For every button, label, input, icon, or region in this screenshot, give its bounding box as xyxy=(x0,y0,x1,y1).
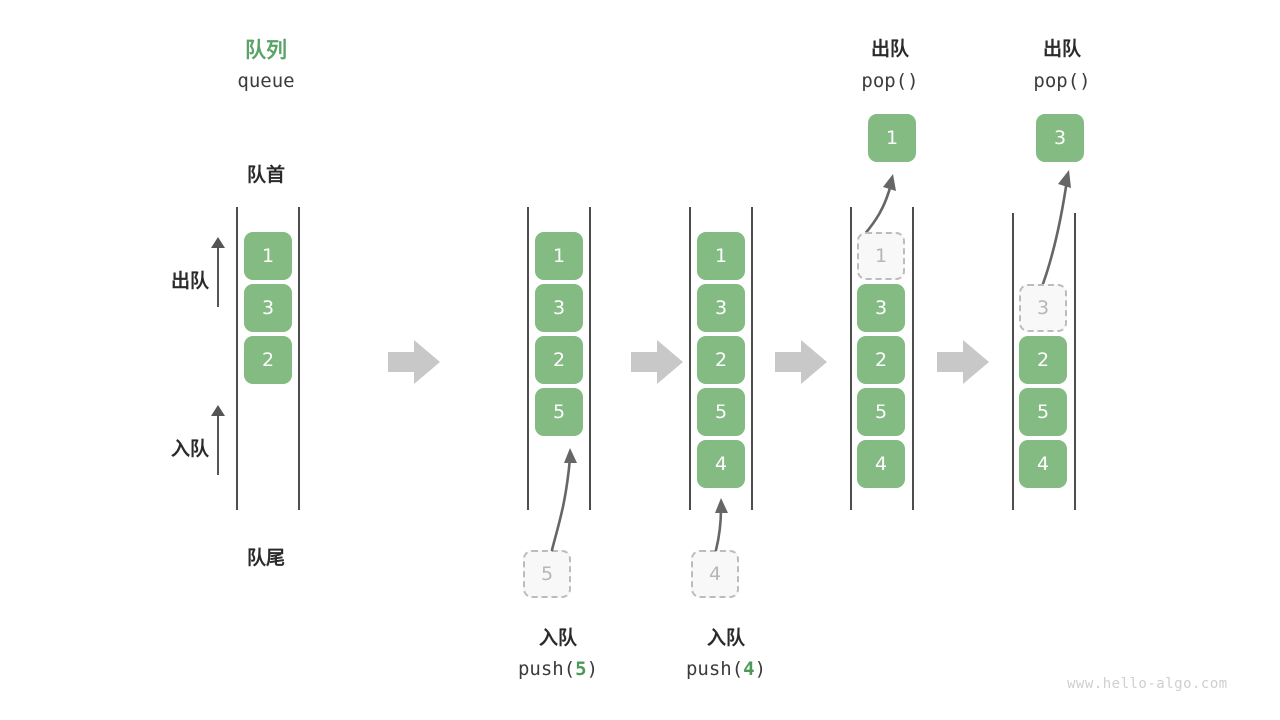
rail-left xyxy=(236,207,238,510)
queue-cell: 2 xyxy=(697,336,745,384)
pop-label-code: pop() xyxy=(1033,70,1091,92)
queue-cell: 1 xyxy=(697,232,745,280)
push-label-cn: 入队 xyxy=(706,627,745,649)
queue-cell: 5 xyxy=(697,388,745,436)
watermark: www.hello-algo.com xyxy=(1067,676,1228,692)
diagram-title-en: queue xyxy=(237,70,295,92)
rail-right xyxy=(751,207,753,510)
incoming-ghost-cell: 5 xyxy=(523,550,571,598)
push-label-cn: 入队 xyxy=(538,627,577,649)
rail-right xyxy=(912,207,914,510)
pop-arrow-icon xyxy=(862,174,896,237)
diagram-title-cn: 队列 xyxy=(245,38,287,62)
push-arrow-icon xyxy=(550,448,577,552)
removed-ghost-cell: 3 xyxy=(1019,284,1067,332)
queue-tail-label: 队尾 xyxy=(246,547,285,569)
queue-cell: 1 xyxy=(535,232,583,280)
queue-cell: 2 xyxy=(1019,336,1067,384)
queue-head-label: 队首 xyxy=(246,164,285,186)
popped-cell: 1 xyxy=(868,114,916,162)
pop-label-cn: 出队 xyxy=(870,38,909,60)
queue-cell: 3 xyxy=(697,284,745,332)
queue-cell: 3 xyxy=(244,284,292,332)
rail-left xyxy=(1012,213,1014,510)
step-transition-arrow-icon xyxy=(937,340,989,384)
queue-cell-new: 5 xyxy=(535,388,583,436)
rail-right xyxy=(589,207,591,510)
queue-cell: 5 xyxy=(1019,388,1067,436)
push-code-prefix: push( xyxy=(685,658,744,680)
dequeue-direction-arrow-icon xyxy=(211,237,225,307)
dequeue-side-label: 出队 xyxy=(170,270,209,292)
push-code-prefix: push( xyxy=(517,658,576,680)
queue-cell: 2 xyxy=(535,336,583,384)
push-arrow-icon xyxy=(714,498,728,552)
rail-right xyxy=(298,207,300,510)
push-code-value: 4 xyxy=(743,658,755,680)
enqueue-side-label: 入队 xyxy=(170,438,209,460)
pop-arrow-icon xyxy=(1038,170,1071,294)
push-label-code: push(4) xyxy=(656,658,796,680)
queue-cell: 1 xyxy=(244,232,292,280)
queue-cell: 5 xyxy=(857,388,905,436)
queue-cell: 3 xyxy=(535,284,583,332)
queue-cell: 2 xyxy=(244,336,292,384)
push-code-value: 5 xyxy=(575,658,587,680)
removed-ghost-cell: 1 xyxy=(857,232,905,280)
push-code-suffix: ) xyxy=(754,658,767,680)
pop-label-cn: 出队 xyxy=(1042,38,1081,60)
push-label-code: push(5) xyxy=(488,658,628,680)
rail-right xyxy=(1074,213,1076,510)
rail-left xyxy=(850,207,852,510)
step-transition-arrow-icon xyxy=(631,340,683,384)
step-transition-arrow-icon xyxy=(388,340,440,384)
step-transition-arrow-icon xyxy=(775,340,827,384)
push-code-suffix: ) xyxy=(586,658,599,680)
rail-left xyxy=(689,207,691,510)
queue-cell: 2 xyxy=(857,336,905,384)
enqueue-direction-arrow-icon xyxy=(211,405,225,475)
rail-left xyxy=(527,207,529,510)
popped-cell: 3 xyxy=(1036,114,1084,162)
queue-cell-new: 4 xyxy=(697,440,745,488)
queue-cell: 4 xyxy=(1019,440,1067,488)
pop-label-code: pop() xyxy=(861,70,919,92)
queue-cell: 3 xyxy=(857,284,905,332)
queue-cell: 4 xyxy=(857,440,905,488)
incoming-ghost-cell: 4 xyxy=(691,550,739,598)
